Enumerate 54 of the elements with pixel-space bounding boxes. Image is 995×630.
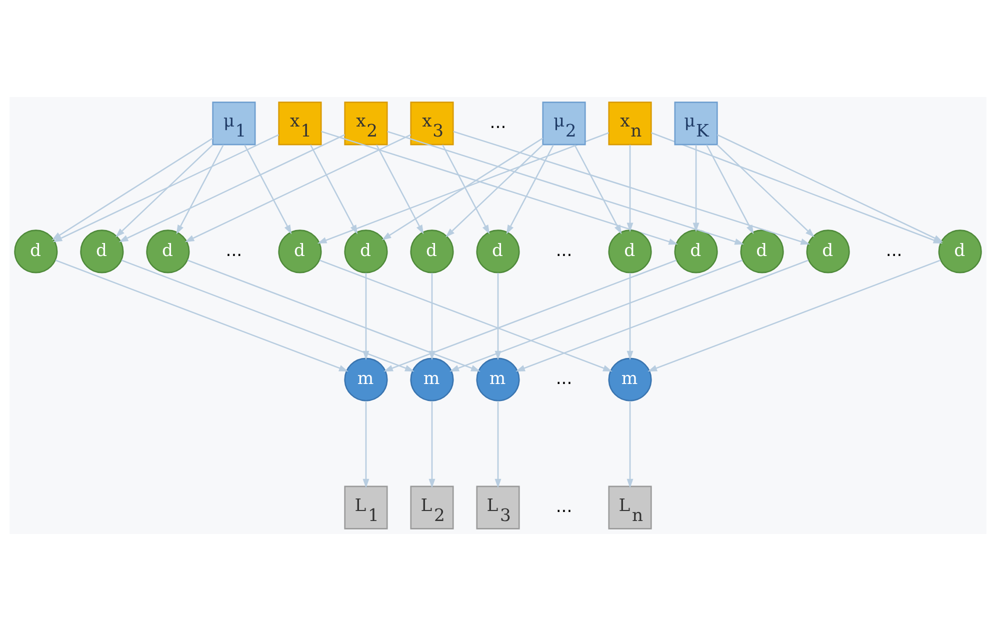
arrow <box>54 259 348 371</box>
node-circle: d <box>740 229 784 273</box>
arrow <box>114 144 213 237</box>
node-circle: d <box>938 229 982 273</box>
arrow <box>320 130 678 244</box>
node-circle: d <box>476 229 520 273</box>
arrow <box>386 130 744 244</box>
node-circle: d <box>674 229 718 273</box>
arrow <box>515 259 808 371</box>
arrow <box>716 134 943 242</box>
node-circle: d <box>608 229 652 273</box>
arrow <box>647 259 940 371</box>
node-circle: d <box>14 229 58 273</box>
arrow <box>184 134 411 242</box>
arrow <box>362 400 369 488</box>
arrow <box>51 137 213 240</box>
arrow <box>381 137 543 240</box>
node-circle: m <box>410 357 454 401</box>
node-circle: m <box>608 357 652 401</box>
label: ... <box>225 240 242 260</box>
label: ... <box>489 112 506 132</box>
node-circle: m <box>476 357 520 401</box>
node-circle: d <box>344 229 388 273</box>
arrow <box>316 132 609 244</box>
arrow <box>449 259 742 371</box>
arrow <box>494 400 501 488</box>
arrow <box>506 144 554 234</box>
arrow <box>118 134 345 242</box>
arrow <box>452 130 810 244</box>
arrow <box>626 144 633 232</box>
label: ... <box>555 368 572 389</box>
arrow <box>383 259 676 371</box>
label: ... <box>885 240 902 260</box>
arrow <box>376 144 424 234</box>
arrow <box>626 400 633 488</box>
node-circle: d <box>146 229 190 273</box>
arrow <box>574 144 622 234</box>
arrow <box>626 272 633 360</box>
arrow <box>428 400 435 488</box>
arrow <box>442 144 490 234</box>
node-circle: m <box>344 357 388 401</box>
node-circle: d <box>278 229 322 273</box>
arrow <box>186 259 480 371</box>
arrow <box>120 259 414 371</box>
arrow <box>716 144 814 237</box>
arrow <box>318 259 612 371</box>
arrow <box>445 144 543 237</box>
arrow <box>176 144 224 234</box>
label: ... <box>555 496 572 517</box>
arrow <box>243 144 292 234</box>
arrow <box>692 144 699 232</box>
arrow <box>362 272 369 360</box>
arrow <box>706 144 754 234</box>
label: ... <box>555 240 572 260</box>
